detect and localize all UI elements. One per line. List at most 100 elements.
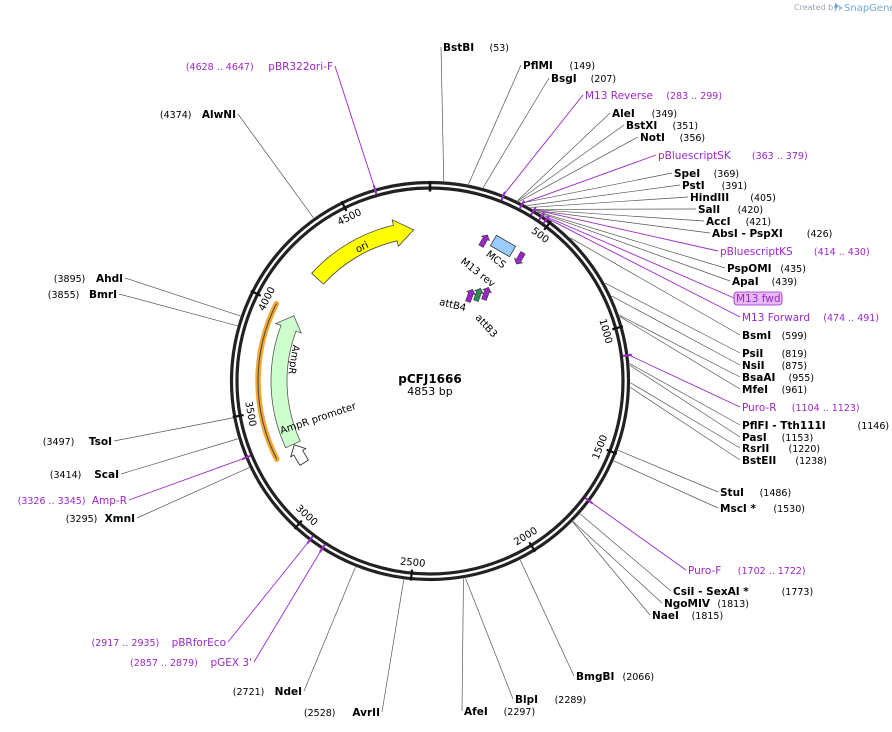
nsii-leader-line: [611, 295, 741, 366]
enzyme-label-scai[interactable]: ScaI(3414): [50, 469, 119, 481]
psti-position: (391): [722, 181, 748, 192]
primer-label-pbr322ori-f[interactable]: pBR322ori-F(4628 .. 4647): [186, 61, 333, 73]
ngomiv-name: NgoMIV: [664, 598, 711, 610]
highlight-arc-core: [257, 303, 278, 460]
primer-label-puro-r[interactable]: Puro-R(1104 .. 1123): [742, 402, 860, 414]
enzyme-label-rsrii[interactable]: RsrII(1220): [742, 443, 820, 455]
enzyme-label-xmni[interactable]: XmnI(3295): [66, 513, 135, 525]
spei-position: (369): [714, 169, 740, 180]
enzyme-label-ngomiv[interactable]: NgoMIV(1813): [664, 598, 749, 610]
pbrforeco-name: pBRforEco: [172, 637, 226, 649]
enzyme-label-msci[interactable]: MscI *(1530): [720, 503, 805, 515]
enzyme-label-bsaai[interactable]: BsaAI (955): [742, 372, 814, 384]
primer-marks: [241, 185, 632, 553]
absi-pspxi-name: AbsI - PspXI: [712, 228, 783, 240]
enzyme-label-stui[interactable]: StuI(1486): [720, 487, 791, 499]
enzyme-label-pasi[interactable]: PasI(1153): [742, 432, 813, 444]
amp-r-leader-line: [128, 457, 246, 501]
enzyme-label-pflfi-tth111i[interactable]: PflFI - Tth111I(1146): [742, 420, 889, 432]
enzyme-label-afei[interactable]: AfeI(2297): [464, 706, 535, 718]
plasmid-name: pCFJ1666: [398, 372, 461, 386]
pbluescriptsk-leader-line: [522, 154, 657, 204]
enzyme-label-psii[interactable]: PsiI(819): [742, 348, 807, 360]
enzyme-label-noti[interactable]: NotI(356): [640, 132, 705, 144]
ngomiv-leader-line: [572, 521, 663, 604]
ampr-feature: [270, 315, 302, 449]
afei-position: (2297): [504, 707, 536, 718]
primer-label-m13-fwd[interactable]: M13 fwd: [733, 291, 783, 306]
enzyme-label-bmgbi[interactable]: BmgBI(2066): [576, 671, 654, 683]
avrii-leader-line: [381, 579, 405, 713]
enzyme-label-csii-sexai[interactable]: CsiI - SexAI *(1773): [673, 586, 813, 598]
primer-label-pbluescriptsk[interactable]: pBluescriptSK(363 .. 379): [658, 150, 808, 162]
puro-f-name: Puro-F: [688, 565, 721, 577]
enzyme-label-acci[interactable]: AccI(421): [706, 216, 771, 228]
msci-name: MscI *: [720, 503, 756, 515]
primer-label-puro-f[interactable]: Puro-F(1702 .. 1722): [688, 565, 806, 577]
plasmid-size: 4853 bp: [407, 385, 452, 398]
enzyme-label-apai[interactable]: ApaI(439): [732, 276, 797, 288]
primer-site-mark: [372, 185, 378, 195]
tick-mark: [250, 289, 262, 297]
bsteii-name: BstEII: [742, 455, 776, 467]
enzyme-label-spei[interactable]: SpeI(369): [674, 168, 739, 180]
enzyme-label-alwni[interactable]: AlwNI(4374): [160, 109, 236, 121]
enzyme-label-ahdi[interactable]: AhdI(3895): [54, 273, 123, 285]
leader-lines: [113, 46, 741, 713]
primer-label-pbrforeco[interactable]: pBRforEco(2917 .. 2935): [91, 637, 226, 649]
ahdi-name: AhdI: [96, 273, 123, 285]
enzyme-label-avrii[interactable]: AvrII(2528): [304, 707, 380, 719]
tsoi-name: TsoI: [89, 436, 112, 448]
enzyme-label-bstbi[interactable]: BstBI(53): [443, 42, 509, 54]
enzyme-label-bsgi[interactable]: BsgI(207): [551, 73, 616, 85]
enzyme-label-bsmi[interactable]: BsmI(599): [742, 330, 807, 342]
tick-label: 3500: [242, 400, 257, 427]
ahdi-leader-line: [124, 277, 241, 317]
enzyme-label-bmri[interactable]: BmrI(3855): [48, 289, 117, 301]
primer-label-pbluescriptks[interactable]: pBluescriptKS(414 .. 430): [720, 246, 870, 258]
bsaai-name: BsaAI: [742, 372, 775, 384]
enzyme-label-alei[interactable]: AleI(349): [612, 108, 677, 120]
primer-label-amp-r[interactable]: Amp-R(3326 .. 3345): [18, 495, 127, 507]
pbr322ori-f-leader-line: [334, 65, 376, 189]
apai-leader-line: [537, 211, 731, 282]
psii-name: PsiI: [742, 348, 763, 360]
enzyme-label-sali[interactable]: SalI(420): [698, 204, 763, 216]
enzyme-label-ndei[interactable]: NdeI(2721): [233, 686, 302, 698]
bsaai-position: (955): [789, 373, 815, 384]
ndei-leader-line: [303, 566, 356, 692]
stui-position: (1486): [760, 488, 792, 499]
tick-mark: [606, 448, 618, 455]
enzyme-label-mfei[interactable]: MfeI(961): [742, 384, 807, 396]
attb4-arrow-icon: [465, 289, 476, 303]
enzyme-label-naei[interactable]: NaeI(1815): [652, 610, 723, 622]
pasi-position: (1153): [782, 433, 814, 444]
m13-fwd-leader-line: [542, 214, 735, 299]
enzyme-label-pflmi[interactable]: PflMI(149): [523, 60, 595, 72]
primer-label-pgex-3[interactable]: pGEX 3'(2857 .. 2879): [130, 657, 252, 669]
enzyme-label-nsii[interactable]: NsiI(875): [742, 360, 807, 372]
enzyme-label-psti[interactable]: PstI(391): [682, 180, 747, 192]
enzyme-label-bsteii[interactable]: BstEII(1238): [742, 455, 827, 467]
pbluescriptks-leader-line: [534, 209, 719, 252]
enzyme-label-pspomi[interactable]: PspOMI(435): [727, 263, 806, 275]
alei-position: (349): [652, 109, 678, 120]
alei-leader-line: [517, 112, 611, 201]
psti-leader-line: [527, 184, 681, 206]
enzyme-label-tsoi[interactable]: TsoI(3497): [43, 436, 112, 448]
sali-position: (420): [738, 205, 764, 216]
bsaai-leader-line: [619, 314, 741, 378]
tsoi-leader-line: [113, 417, 233, 442]
pbr322ori-f-position: (4628 .. 4647): [186, 62, 254, 73]
enzyme-label-blpi[interactable]: BlpI(2289): [515, 694, 586, 706]
primer-label-m13-reverse[interactable]: M13 Reverse(283 .. 299): [585, 90, 722, 102]
csii-sexai-leader-line: [579, 513, 672, 592]
enzyme-label-bstxi[interactable]: BstXI(351): [626, 120, 698, 132]
bsgi-name: BsgI: [551, 73, 577, 85]
hindiii-position: (405): [750, 193, 776, 204]
enzyme-label-absi-pspxi[interactable]: AbsI - PspXI(426): [712, 228, 832, 240]
enzyme-label-hindiii[interactable]: HindIII(405): [690, 192, 776, 204]
bstbi-leader-line: [440, 46, 445, 181]
primer-label-m13-forward[interactable]: M13 Forward(474 .. 491): [742, 312, 879, 324]
acci-leader-line: [533, 209, 705, 222]
